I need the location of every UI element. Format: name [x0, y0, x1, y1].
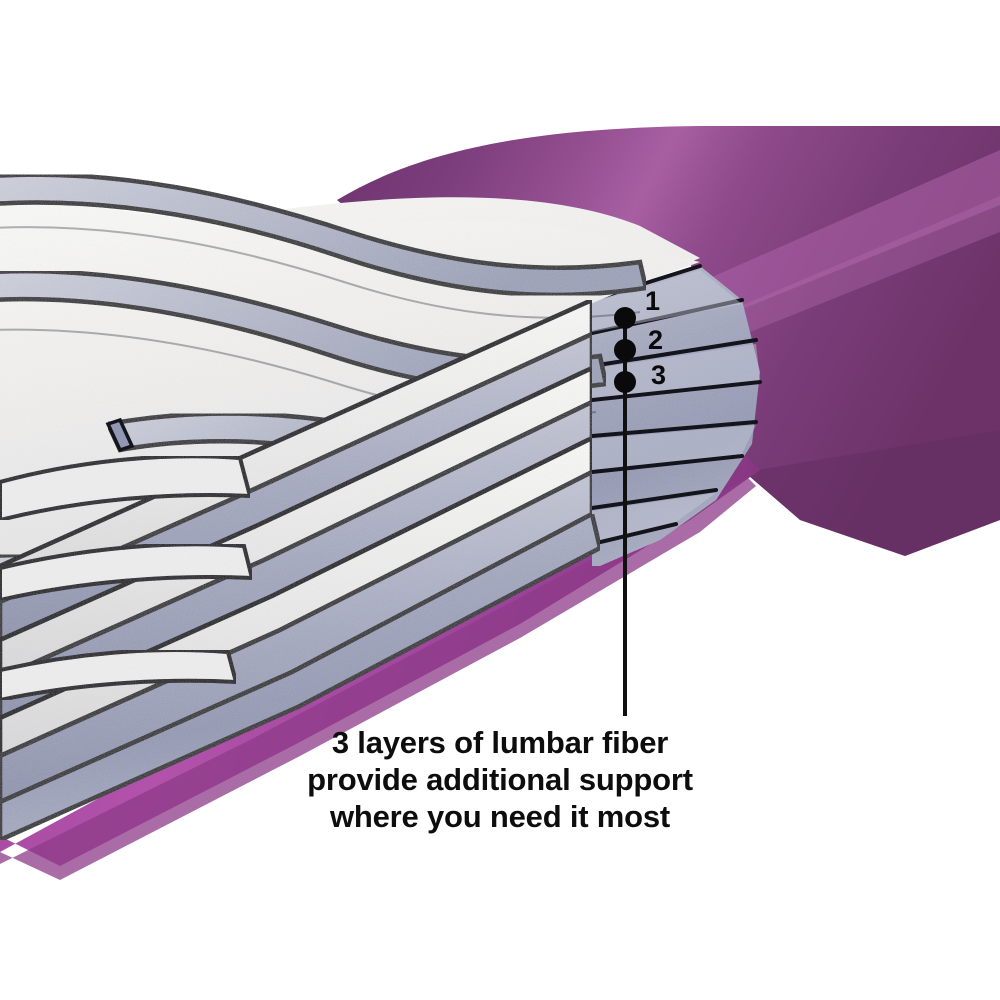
callout-dot-1 — [614, 307, 636, 329]
caption-line-3: where you need it most — [329, 799, 671, 834]
layer-number-label-3: 3 — [651, 360, 667, 390]
caption-line-2: provide additional support — [307, 762, 693, 797]
layer-stack-front-left — [0, 296, 603, 843]
layer-terraces — [0, 454, 255, 703]
caption-line-1: 3 layers of lumbar fiber — [331, 725, 669, 760]
callout-dot-2 — [614, 339, 636, 361]
callout-group — [614, 307, 636, 716]
layer-number-label-2: 2 — [648, 325, 664, 355]
layer-number-label-1: 1 — [645, 286, 661, 316]
callout-dot-3 — [614, 371, 636, 393]
caption-block: 3 layers of lumbar fiber provide additio… — [0, 724, 1000, 835]
purple-mattress-body — [0, 126, 1000, 880]
base-layer-edge — [0, 510, 603, 843]
